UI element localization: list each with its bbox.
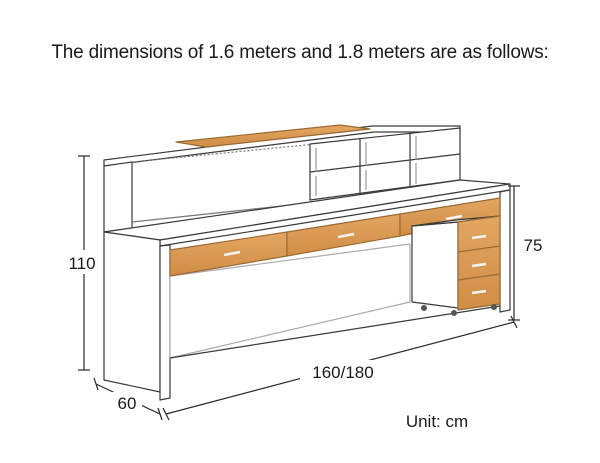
pedestal-height-label: 75 bbox=[524, 236, 543, 255]
width-label: 160/180 bbox=[312, 363, 373, 382]
modesty-panel bbox=[169, 243, 411, 359]
height-label: 110 bbox=[68, 254, 95, 273]
desk-right-panel bbox=[499, 189, 511, 313]
unit-label: Unit: cm bbox=[397, 407, 477, 436]
desk-left-front bbox=[159, 244, 171, 401]
hutch-left-panel bbox=[103, 161, 133, 233]
depth-label: 60 bbox=[118, 394, 137, 413]
pedestal-side bbox=[411, 221, 459, 309]
hutch-wood-panel bbox=[175, 124, 371, 148]
desk-body bbox=[103, 124, 511, 401]
page-title: The dimensions of 1.6 meters and 1.8 met… bbox=[51, 42, 549, 63]
desk-left-panel bbox=[103, 231, 161, 393]
pedestal-front bbox=[457, 215, 501, 311]
